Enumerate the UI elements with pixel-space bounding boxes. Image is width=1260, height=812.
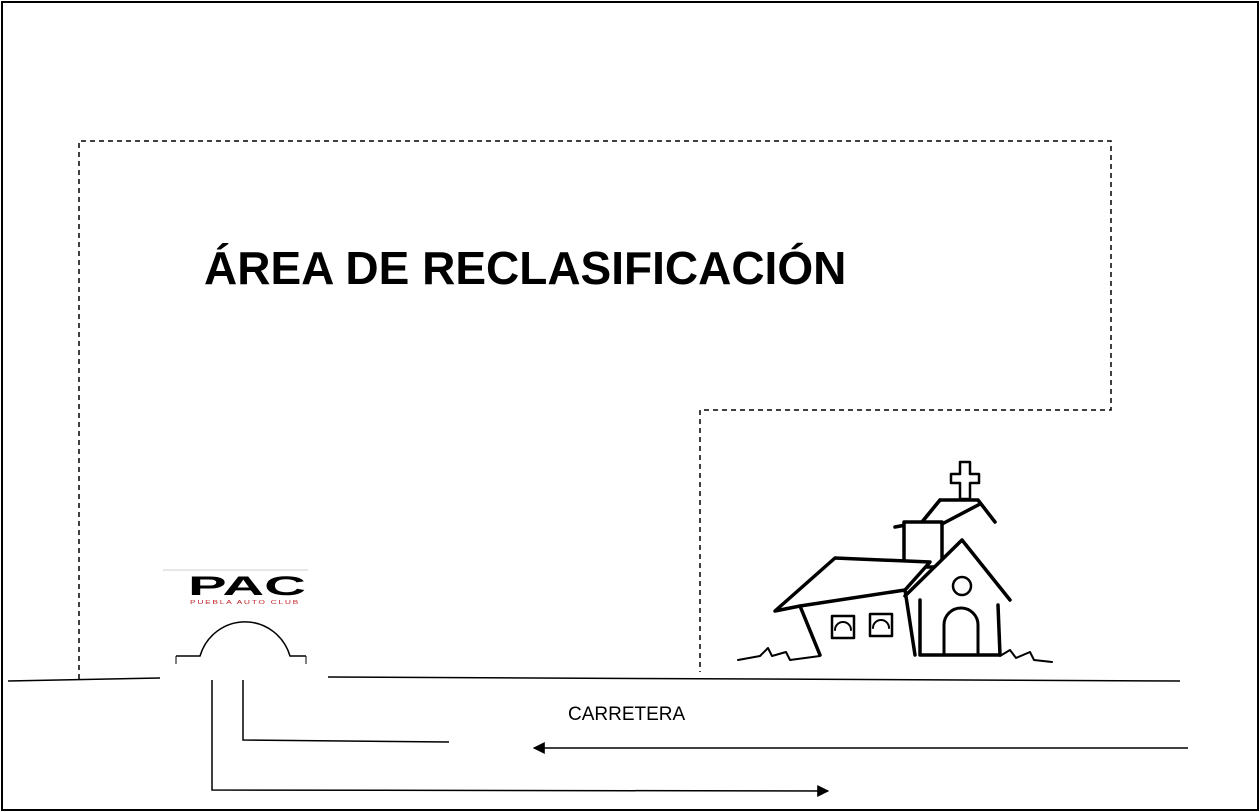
pac-logo-text: PAC (188, 571, 306, 601)
road-edge-right (327, 676, 1181, 682)
road-label: CARRETERA (568, 704, 686, 725)
pac-logo-tagline: PUEBLA AUTO CLUB (190, 600, 300, 606)
road-edge-left (7, 677, 161, 682)
traffic-arrows (211, 645, 1188, 797)
pac-gate-arch (176, 621, 306, 657)
pac-gate-box (163, 570, 308, 680)
exit-route-arrow (211, 650, 830, 797)
church-icon (737, 460, 1053, 663)
reclassification-area-boundary (78, 140, 1112, 679)
area-title: ÁREA DE RECLASIFICACIÓN (204, 242, 847, 294)
pac-entrance-gate: PAC PUEBLA AUTO CLUB (163, 569, 308, 680)
road (7, 676, 1181, 682)
